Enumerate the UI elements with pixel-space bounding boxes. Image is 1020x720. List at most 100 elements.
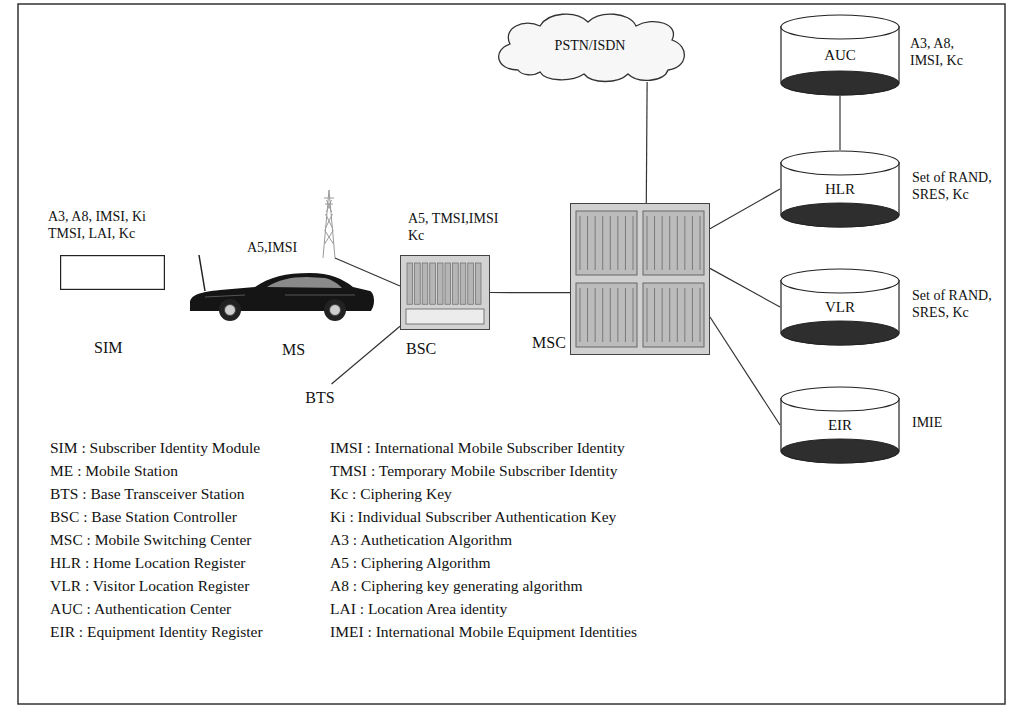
card-slot — [445, 263, 451, 304]
shelf-card — [595, 288, 596, 342]
figure-frame — [18, 4, 1005, 704]
database-name: HLR — [825, 180, 855, 198]
car-picture — [190, 255, 374, 321]
component-name: BSC — [406, 339, 436, 358]
car-trim — [205, 295, 355, 297]
cylinder-base — [781, 321, 899, 345]
database-cylinder: AUCA3, A8, IMSI, Kc — [780, 14, 900, 96]
tower-legs — [323, 190, 335, 258]
shelf-card — [654, 288, 655, 342]
card-slot — [415, 263, 421, 304]
shelf-card — [677, 288, 678, 342]
component-name: SIM — [94, 338, 122, 357]
database-cylinder: HLRSet of RAND, SRES, Kc — [780, 150, 900, 228]
stored-parameters: A5,IMSI — [247, 240, 297, 257]
glossary-entry: EIR : Equipment Identity Register — [50, 622, 263, 642]
glossary-entry: AUC : Authentication Center — [50, 599, 231, 619]
tower-crossbars — [324, 198, 334, 204]
glossary-entry: IMSI : International Mobile Subscriber I… — [330, 438, 625, 458]
glossary-entry: ME : Mobile Station — [50, 461, 178, 481]
connector-line — [710, 268, 780, 307]
shelf-card — [662, 288, 663, 342]
card-slot — [422, 263, 428, 304]
card-slot — [437, 263, 443, 304]
connector-line — [710, 189, 780, 229]
car-wheel — [219, 299, 241, 321]
cylinder-base — [781, 203, 899, 227]
component-name: BTS — [305, 388, 334, 407]
connector-line — [490, 292, 570, 293]
cylinder-base — [781, 439, 899, 463]
shelf-card — [692, 216, 693, 270]
car-rim — [225, 305, 236, 316]
database-cylinder: EIRIMIE — [780, 386, 900, 464]
glossary-entry: A8 : Ciphering key generating algorithm — [330, 576, 583, 596]
glossary-entry: BTS : Base Transceiver Station — [50, 484, 245, 504]
mobile-station-car: A5,IMSIMS — [185, 265, 375, 322]
car-body — [190, 273, 374, 311]
stored-parameters: A3, A8, IMSI, Ki TMSI, LAI, Kc — [48, 209, 173, 243]
shelf-card — [610, 288, 611, 342]
stored-parameters: IMIE — [912, 415, 942, 432]
component-name: MS — [282, 340, 305, 359]
shelf-card — [617, 216, 618, 270]
shelf-card — [587, 216, 588, 270]
card-slot — [407, 263, 413, 304]
shelf-card — [647, 216, 648, 270]
bts-label-node: BTS — [297, 384, 343, 412]
tower-braces — [325, 200, 334, 244]
glossary-entry: A5 : Ciphering Algorithm — [330, 553, 491, 573]
shelf-card — [654, 216, 655, 270]
shelf-card — [580, 288, 581, 342]
cylinder-base — [781, 71, 899, 95]
cylinder-top — [781, 387, 899, 411]
connector-group — [332, 82, 841, 425]
shelf-card — [684, 216, 685, 270]
database-name: EIR — [828, 416, 852, 434]
shelf-panel — [576, 211, 637, 275]
mobile-station-car-outline — [185, 265, 375, 322]
shelf-panel — [643, 283, 704, 347]
cylinder-top — [781, 269, 899, 293]
card-slot — [468, 263, 474, 304]
cabinet-base — [406, 309, 484, 324]
shelf-card — [700, 216, 701, 270]
glossary-entry: TMSI : Temporary Mobile Subscriber Ident… — [330, 461, 617, 481]
shelf-card — [647, 288, 648, 342]
sim-card-outline — [60, 255, 165, 290]
cylinder-top — [781, 15, 899, 39]
shelf-card — [700, 288, 701, 342]
shelf-card — [625, 216, 626, 270]
shelf-card — [633, 216, 634, 270]
cloud-outline — [499, 14, 685, 81]
stored-parameters: Set of RAND, SRES, Kc — [912, 288, 1000, 322]
shelf-card — [602, 288, 603, 342]
glossary-entry: MSC : Mobile Switching Center — [50, 530, 252, 550]
glossary-entry: Kc : Ciphering Key — [330, 484, 452, 504]
database-name: VLR — [825, 298, 855, 316]
shelf-card — [684, 288, 685, 342]
stored-parameters: A3, A8, IMSI, Kc — [910, 36, 972, 70]
component-name: MSC — [532, 333, 566, 352]
glossary-entry: SIM : Subscriber Identity Module — [50, 438, 260, 458]
glossary-entry: LAI : Location Area identity — [330, 599, 507, 619]
glossary-entry: HLR : Home Location Register — [50, 553, 245, 573]
database-name: AUC — [824, 46, 856, 64]
shelf-card — [610, 216, 611, 270]
switching-center-outline — [570, 203, 710, 355]
glossary-entry: Ki : Individual Subscriber Authenticatio… — [330, 507, 616, 527]
connector-line — [839, 96, 840, 150]
card-slot — [453, 263, 459, 304]
glossary-entry: IMEI : International Mobile Equipment Id… — [330, 622, 637, 642]
antenna-tower — [323, 190, 335, 258]
connector-line — [646, 82, 648, 203]
car-antenna — [199, 255, 205, 291]
cylinder-top — [781, 151, 899, 175]
shelf-panel — [643, 211, 704, 275]
card-slot — [460, 263, 466, 304]
car-window — [267, 277, 342, 288]
glossary-entry: BSC : Base Station Controller — [50, 507, 237, 527]
base-station-controller-outline — [400, 255, 490, 330]
shelf-card — [669, 216, 670, 270]
